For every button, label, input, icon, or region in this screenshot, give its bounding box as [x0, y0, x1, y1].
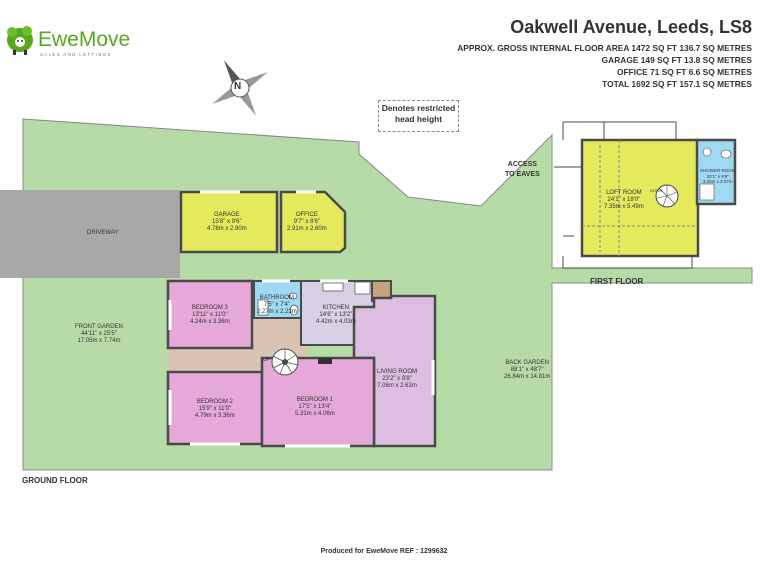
bathroom-metric: 2.27m x 2.23m	[257, 309, 297, 315]
back-garden-metric: 26.84m x 14.81m	[504, 374, 551, 380]
loft-room-name: LOFT ROOM	[606, 190, 642, 196]
office-metric: 2.91m x 2.60m	[287, 226, 327, 232]
loft-room-metric: 7.35m x 5.49m	[604, 204, 644, 210]
bedroom1-imperial: 17'5" x 13'4"	[298, 404, 332, 410]
footer-reference: Produced for EweMove REF : 1299632	[320, 548, 448, 555]
legend-line2: head height	[395, 114, 442, 124]
ground-floor-label: GROUND FLOOR	[22, 476, 88, 485]
loft-room-label: LOFT ROOM 24'1" x 18'0" 7.35m x 5.49m	[604, 190, 644, 211]
stairs-down-label: DOWN	[650, 188, 663, 193]
property-title: Oakwell Avenue, Leeds, LS8	[510, 17, 752, 37]
front-garden-name: FRONT GARDEN	[75, 324, 123, 330]
living-room-imperial: 23'2" x 8'8"	[382, 376, 412, 382]
front-garden-label: FRONT GARDEN 44'11" x 25'5" 17.05m x 7.7…	[75, 324, 123, 345]
kitchen-imperial: 14'6" x 13'2"	[319, 312, 353, 318]
garage-name: GARAGE	[214, 212, 240, 218]
bathroom-label: BATHROOM 7'5" x 7'4" 2.27m x 2.23m	[257, 295, 297, 316]
back-garden-label: BACK GARDEN 88'1" x 48'7" 26.84m x 14.81…	[504, 360, 550, 381]
bedroom2-label: BEDROOM 2 15'9" x 11'0" 4.79m x 3.36m	[195, 399, 235, 420]
living-room-label: LIVING ROOM 23'2" x 8'8" 7.06m x 2.63m	[377, 369, 417, 390]
legend-text: Denotes restricted head height	[378, 103, 459, 125]
shower-room-imperial: 10'1" x 6'9"	[706, 173, 729, 179]
bedroom2-name: BEDROOM 2	[196, 399, 233, 405]
loft-room-imperial: 24'1" x 18'0"	[607, 197, 641, 203]
garage-label: GARAGE 15'8" x 9'6" 4.78m x 2.90m	[207, 212, 247, 233]
area-line-office: OFFICE 71 SQ FT 6.6 SQ METRES	[617, 67, 752, 77]
garage-room	[179, 190, 279, 254]
bedroom2-imperial: 15'9" x 11'0"	[198, 406, 232, 412]
bedroom1-name: BEDROOM 1	[296, 397, 333, 403]
living-room-name: LIVING ROOM	[377, 369, 418, 375]
office-name: OFFICE	[295, 212, 318, 218]
access-eaves-line2: TO EAVES	[505, 171, 540, 178]
bedroom2-metric: 4.79m x 3.36m	[195, 413, 235, 419]
first-floor-label: FIRST FLOOR	[590, 277, 644, 286]
area-line-gross: APPROX. GROSS INTERNAL FLOOR AREA 1472 S…	[457, 43, 752, 53]
access-eaves-label: ACCESS TO EAVES	[505, 160, 540, 180]
bedroom3-room	[166, 279, 254, 350]
bathroom-imperial: 7'5" x 7'4"	[263, 302, 290, 308]
driveway-area	[0, 190, 180, 278]
living-room-metric: 7.06m x 2.63m	[377, 383, 417, 389]
bedroom3-name: BEDROOM 3	[191, 305, 228, 311]
bedroom3-metric: 4.24m x 3.36m	[190, 319, 230, 325]
access-eaves-line1: ACCESS	[507, 161, 537, 168]
back-garden-imperial: 88'1" x 48'7"	[510, 367, 544, 373]
brand-name: EweMove	[38, 28, 131, 51]
area-line-garage: GARAGE 149 SQ FT 13.8 SQ METRES	[601, 55, 752, 65]
office-label: OFFICE 9'7" x 8'6" 2.91m x 2.60m	[287, 212, 327, 233]
first-floor-plan	[554, 121, 737, 269]
compass-north-label: N	[234, 81, 242, 92]
compass-icon	[212, 60, 268, 116]
kitchen-name: KITCHEN	[322, 305, 350, 311]
shower-room-metric: 3.06m x 2.07m	[702, 179, 733, 184]
spiral-stair-icon	[271, 348, 299, 376]
ewemove-logo-icon	[7, 26, 33, 55]
brand-tagline: SALES AND LETTINGS	[40, 52, 112, 57]
shower-room-label: SHOWER ROOM 10'1" x 6'9" 3.06m x 2.07m	[700, 168, 736, 185]
back-garden-name: BACK GARDEN	[505, 360, 550, 366]
area-line-total: TOTAL 1692 SQ FT 157.1 SQ METRES	[602, 79, 752, 89]
front-garden-metric: 17.05m x 7.74m	[77, 338, 121, 344]
front-garden-imperial: 44'11" x 25'5"	[81, 331, 117, 337]
stairs-up-label: UP	[263, 357, 270, 363]
bedroom3-imperial: 13'11" x 11'0"	[192, 312, 228, 318]
bedroom1-label: BEDROOM 1 17'5" x 13'4" 5.31m x 4.06m	[295, 397, 335, 418]
kitchen-label: KITCHEN 14'6" x 13'2" 4.42m x 4.03m	[316, 305, 356, 326]
shower-room-name: SHOWER ROOM	[700, 168, 736, 173]
office-imperial: 9'7" x 8'6"	[293, 219, 320, 225]
office-room	[279, 190, 347, 254]
bathroom-name: BATHROOM	[259, 295, 294, 301]
bedroom1-metric: 5.31m x 4.06m	[295, 411, 335, 417]
legend-line1: Denotes restricted	[381, 103, 456, 113]
bedroom2-room	[166, 370, 264, 446]
driveway-label: DRIVEWAY	[87, 230, 119, 236]
garage-imperial: 15'8" x 9'6"	[212, 219, 242, 225]
kitchen-metric: 4.42m x 4.03m	[316, 319, 356, 325]
bedroom3-label: BEDROOM 3 13'11" x 11'0" 4.24m x 3.36m	[190, 305, 230, 326]
legend-box	[378, 100, 459, 132]
garage-metric: 4.78m x 2.90m	[207, 226, 247, 232]
